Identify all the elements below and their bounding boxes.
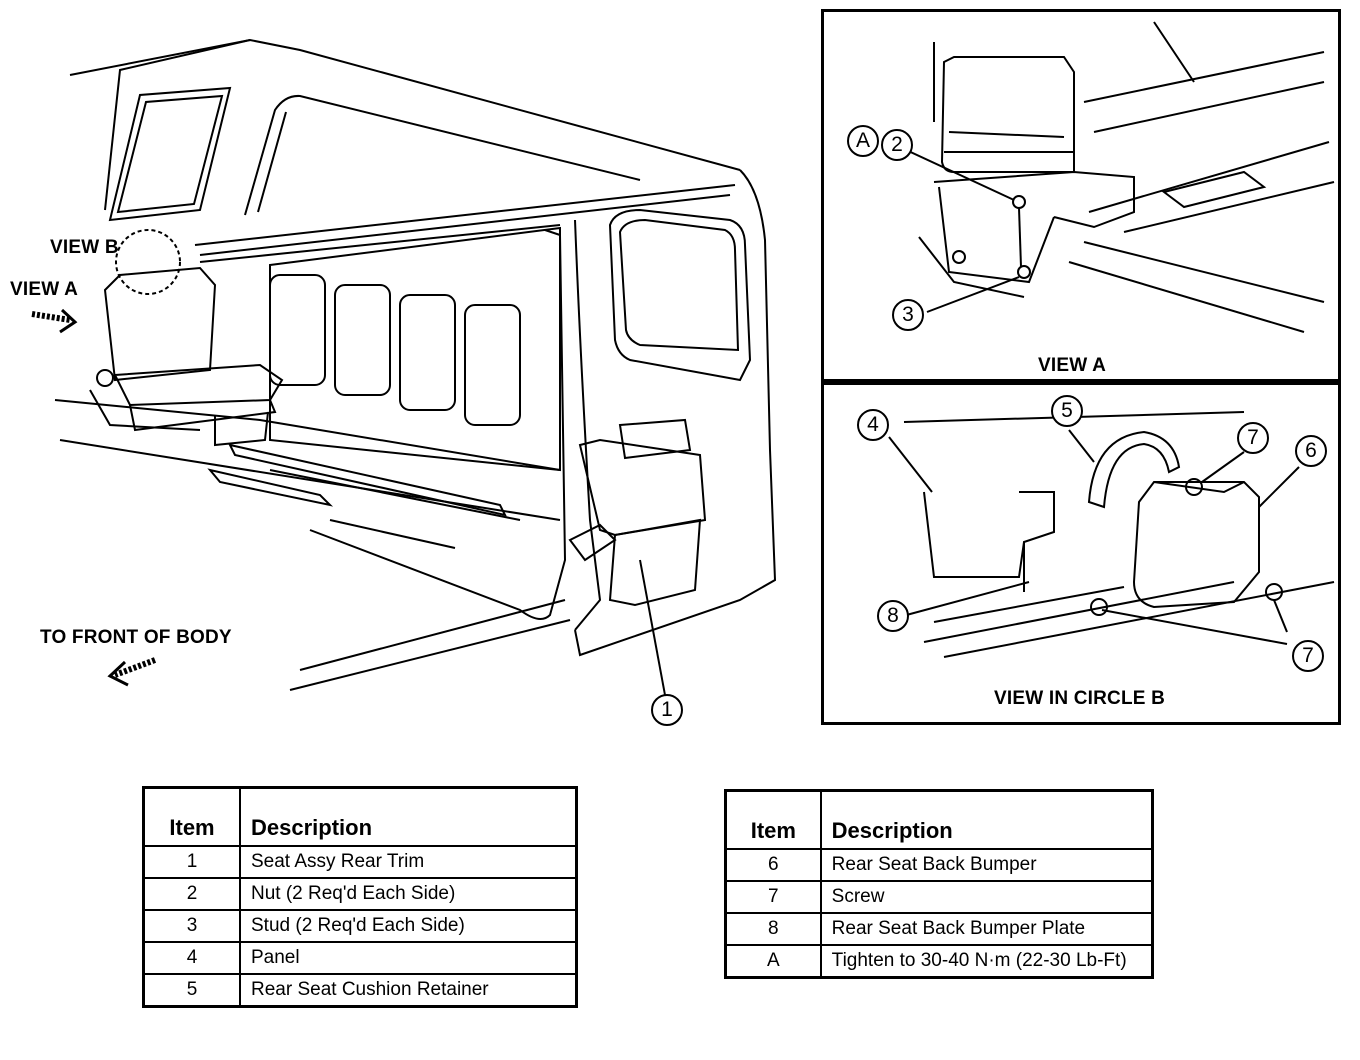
callout-8: 8 <box>877 600 909 632</box>
item-header: Item <box>724 789 822 850</box>
item-description: Seat Assy Rear Trim <box>239 845 578 879</box>
callout-7-bottom: 7 <box>1292 640 1324 672</box>
item-description: Tighten to 30-40 N·m (22-30 Lb-Ft) <box>819 944 1154 979</box>
item-description: Rear Seat Cushion Retainer <box>239 973 578 1008</box>
item-description: Stud (2 Req'd Each Side) <box>239 909 578 943</box>
view-a-caption: VIEW A <box>1038 355 1107 376</box>
item-description: Rear Seat Back Bumper <box>819 848 1154 882</box>
item-description: Rear Seat Back Bumper Plate <box>819 912 1154 946</box>
callout-a: A <box>847 125 879 157</box>
callout-4: 4 <box>857 409 889 441</box>
callout-6: 6 <box>1295 435 1327 467</box>
item-number: 7 <box>724 880 822 914</box>
item-header: Item <box>142 786 241 847</box>
item-number: 6 <box>724 848 822 882</box>
description-header: Description <box>239 786 578 847</box>
view-a-panel: A 2 3 VIEW A <box>821 9 1341 385</box>
view-in-circle-b-panel: 4 5 7 6 8 7 VIEW IN CIRCLE B <box>821 379 1341 725</box>
view-b-label: VIEW B <box>50 237 119 258</box>
item-description: Nut (2 Req'd Each Side) <box>239 877 578 911</box>
legend-header-row: Item Description <box>724 789 1154 850</box>
description-header: Description <box>819 789 1154 850</box>
callout-7-top: 7 <box>1237 422 1269 454</box>
item-description: Panel <box>239 941 578 975</box>
callout-1: 1 <box>651 694 683 726</box>
item-number: 8 <box>724 912 822 946</box>
callout-5: 5 <box>1051 395 1083 427</box>
legend-header-row: Item Description <box>142 786 578 847</box>
front-of-body-label: TO FRONT OF BODY <box>40 627 232 648</box>
item-number: 2 <box>142 877 241 911</box>
van-interior-illustration <box>31 38 777 696</box>
item-description: Screw <box>819 880 1154 914</box>
item-number: 5 <box>142 973 241 1008</box>
item-number: A <box>724 944 822 979</box>
callout-3: 3 <box>892 299 924 331</box>
view-b-caption: VIEW IN CIRCLE B <box>994 688 1166 709</box>
item-number: 1 <box>142 845 241 879</box>
item-number: 3 <box>142 909 241 943</box>
view-a-label: VIEW A <box>10 279 79 300</box>
callout-2: 2 <box>881 129 913 161</box>
view-b-illustration <box>888 411 1335 658</box>
item-number: 4 <box>142 941 241 975</box>
